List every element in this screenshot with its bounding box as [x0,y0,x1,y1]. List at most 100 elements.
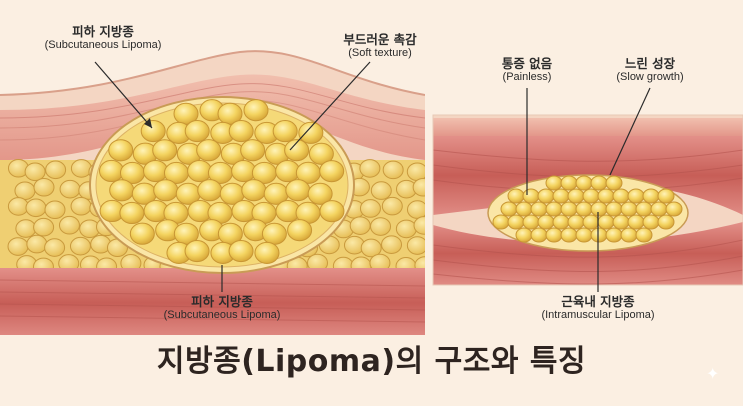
fat-cell [152,139,178,162]
fat-cell [642,214,660,230]
fat-cell [412,177,425,197]
fat-cell [612,188,630,204]
fat-cell [285,179,311,202]
fat-cell [228,120,254,143]
fat-cell [620,201,638,217]
fat-cell [530,201,548,217]
fat-cell [44,238,66,257]
label-painless: 통증 없음 (Painless) [501,56,553,83]
fat-cell [537,214,555,230]
fat-cell [184,239,210,263]
fat-cell [119,201,145,225]
fat-cell [627,214,645,230]
fat-cell [261,222,287,245]
fat-cell [70,159,92,178]
fat-cell [58,215,80,235]
label-slow-growth: 느린 성장 (Slow growth) [616,56,684,83]
fat-cell [605,201,623,217]
fat-cell [552,188,570,204]
fat-cell [129,222,155,245]
fat-cell [25,198,47,218]
fat-cell [287,219,313,242]
fat-cell [605,227,623,243]
fat-cell [567,214,585,230]
fat-cell [196,139,222,162]
fat-cell [575,201,593,217]
fat-cell [597,214,615,230]
fat-cell [582,188,600,204]
fat-cell [108,139,134,162]
leader-lines [94,61,651,292]
fat-cell [395,219,417,239]
fat-cell [522,214,540,230]
fat-cell [552,214,570,230]
fat-cell [14,181,36,201]
fat-cell [560,175,578,191]
fat-cell [7,197,29,216]
fat-cell [153,179,179,202]
fat-cell [635,227,653,243]
fat-cell [575,227,593,243]
fat-cell [545,201,563,217]
fat-cell [620,227,638,243]
fat-cell [15,219,37,238]
fat-cell [545,175,563,191]
fat-cell [381,235,403,254]
fat-cell [109,179,135,202]
fat-cell [307,182,333,205]
fat-cell [597,188,615,204]
fat-cell [381,196,403,216]
intramuscular-panel [433,115,743,285]
fat-cell [406,162,425,182]
fat-cell [590,175,608,191]
label-subcutaneous-bottom: 피하 지방종 (Subcutaneous Lipoma) [163,294,281,321]
fat-cell [197,179,223,202]
fat-cell [243,99,269,122]
fat-cell [240,139,266,162]
fat-cell [642,188,660,204]
label-intramuscular: 근육내 지방종 (Intramuscular Lipoma) [541,294,655,321]
fat-cell [575,175,593,191]
fat-cell [406,236,425,255]
fat-cell [140,119,166,143]
fat-cell [370,181,392,200]
fat-cell [515,227,533,243]
lipoma-fat-lobules [99,99,345,265]
fat-cell [612,214,630,230]
fat-cell [560,227,578,243]
fat-cell [370,217,392,236]
fat-cell [507,214,525,230]
fat-cell [44,200,66,220]
subcutaneous-panel [0,50,425,335]
intramuscular-fat-lobules [492,175,683,243]
fat-cell [228,240,254,263]
fat-cell [567,188,585,204]
fat-cell [241,179,267,202]
fat-cell [590,227,608,243]
fat-cell [545,227,563,243]
fat-cell [33,177,55,197]
arrow-head-icon [144,118,152,128]
fat-cell [635,201,653,217]
fat-cell [349,216,371,235]
fat-cell [627,188,645,204]
fat-cell [360,238,382,258]
fat-cell [413,216,425,235]
fat-cell [284,139,310,162]
fat-cell [45,160,67,180]
fat-cell [26,234,48,254]
page-title: 지방종(Lipoma)의 구조와 특징 [156,344,587,379]
fat-cell [406,200,425,219]
fat-cell [59,179,81,199]
fat-cell [530,227,548,243]
fat-cell [582,214,600,230]
fat-cell [187,159,213,183]
fat-cell [515,201,533,217]
fat-cell [298,121,324,144]
fat-cell [590,201,608,217]
fat-cell [308,142,334,165]
fat-cell [507,188,525,204]
fat-cell [319,200,345,223]
